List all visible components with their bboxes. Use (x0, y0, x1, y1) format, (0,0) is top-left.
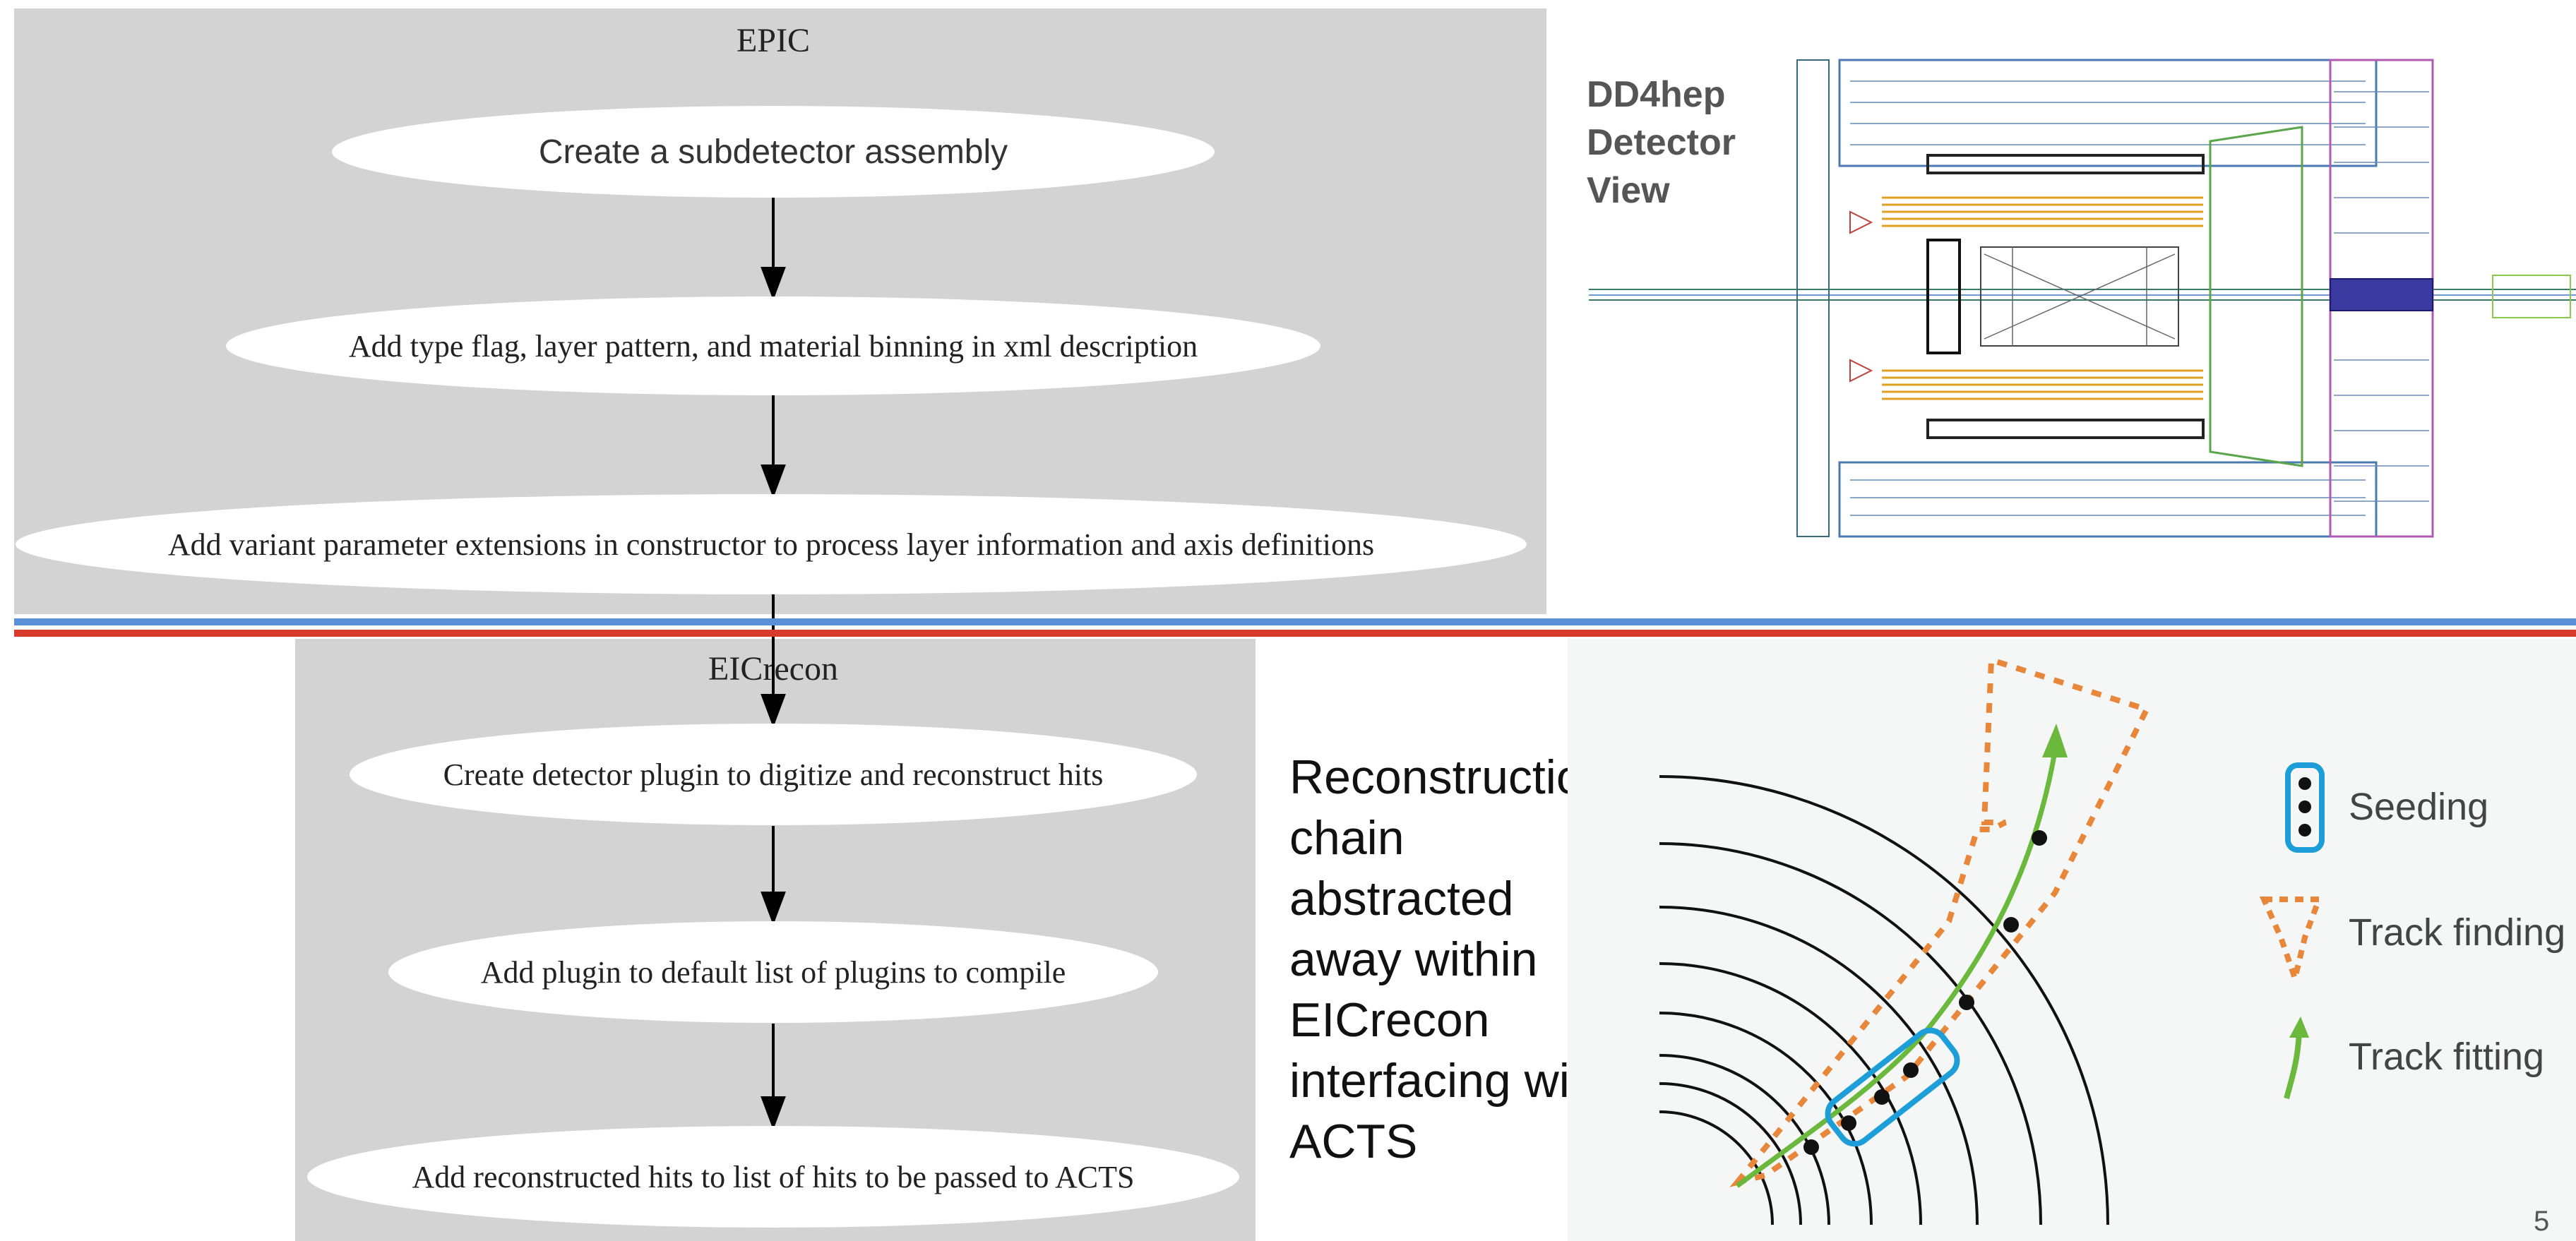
eicrecon-node-2-label: Add plugin to default list of plugins to… (480, 955, 1066, 990)
solenoid-top (1926, 154, 2205, 174)
backward-cone (1849, 210, 1873, 234)
epic-node-2: Add type flag, layer pattern, and materi… (226, 296, 1320, 395)
backward-cone-2 (1849, 359, 1873, 383)
seeding-box (1825, 1027, 1960, 1147)
detector-view-label-line3: View (1587, 170, 1670, 211)
reco-line-7: ACTS (1289, 1115, 1418, 1168)
backward-endcap-tracker (1926, 239, 1961, 354)
barrel-bottom (1838, 461, 2378, 538)
divider-red (14, 630, 2576, 637)
barrel-top (1838, 59, 2378, 167)
emcal-top (1882, 196, 2203, 227)
reco-line-4: away within (1289, 933, 1538, 986)
epic-node-3: Add variant parameter extensions in cons… (16, 494, 1527, 594)
eicrecon-node-3-label: Add reconstructed hits to list of hits t… (412, 1160, 1135, 1194)
forward-rich (2209, 126, 2303, 467)
epic-node-1: Create a subdetector assembly (332, 106, 1215, 198)
track-fitting-legend-icon (2284, 1017, 2309, 1100)
eicrecon-node-2: Add plugin to default list of plugins to… (388, 921, 1158, 1024)
detector-view-label-line1: DD4hep (1587, 74, 1726, 115)
detector-view-label: DD4hep Detector View (1587, 71, 1736, 215)
solenoid-bottom (1926, 419, 2205, 439)
epic-node-1-label: Create a subdetector assembly (538, 133, 1008, 171)
epic-node-3-label: Add variant parameter extensions in cons… (167, 527, 1375, 562)
track-fitting-arrowhead (2042, 724, 2068, 757)
reco-chain-text: Reconstruction chain abstracted away wit… (1289, 747, 1610, 1172)
reco-line-5: EICrecon (1289, 993, 1490, 1047)
reco-line-6: interfacing with (1289, 1054, 1610, 1108)
eicrecon-node-3: Add reconstructed hits to list of hits t… (307, 1126, 1239, 1228)
page-number: 5 (2534, 1206, 2550, 1237)
epic-edge-2 (761, 395, 786, 498)
emcal-bottom (1882, 369, 2203, 400)
detector-view-label-line2: Detector (1587, 122, 1736, 163)
detector-layers (1659, 775, 2109, 1225)
track-finding-region (1729, 656, 2151, 1187)
track-finding-legend-icon (2259, 897, 2323, 989)
seeding-legend-icon (2285, 762, 2325, 853)
eicrecon-node-1: Create detector plugin to digitize and r… (350, 724, 1197, 826)
hits (1803, 830, 2047, 1155)
epic-edge-1 (761, 198, 786, 301)
far-forward (2492, 275, 2571, 318)
track-fitting-legend-label: Track fitting (2349, 1036, 2545, 1078)
eicrecon-node-1-label: Create detector plugin to digitize and r… (443, 757, 1104, 792)
endcap-left (1796, 59, 1830, 537)
epic-node-2-label: Add type flag, layer pattern, and materi… (348, 328, 1198, 364)
divider-blue (14, 618, 2576, 625)
tracking-illustration (1659, 656, 2151, 1225)
track-finding-legend-label: Track finding (2349, 911, 2566, 954)
reco-line-3: abstracted (1289, 872, 1514, 925)
seeding-legend-label: Seeding (2349, 786, 2489, 828)
tracker (1980, 246, 2179, 347)
forward-ecal (2330, 278, 2433, 311)
epic-title: EPIC (736, 22, 810, 59)
track-fitting-path (1735, 751, 2058, 1188)
reco-line-1: Reconstruction (1289, 750, 1610, 804)
detector-drawing (1589, 59, 2576, 538)
reco-line-2: chain (1289, 811, 1405, 865)
